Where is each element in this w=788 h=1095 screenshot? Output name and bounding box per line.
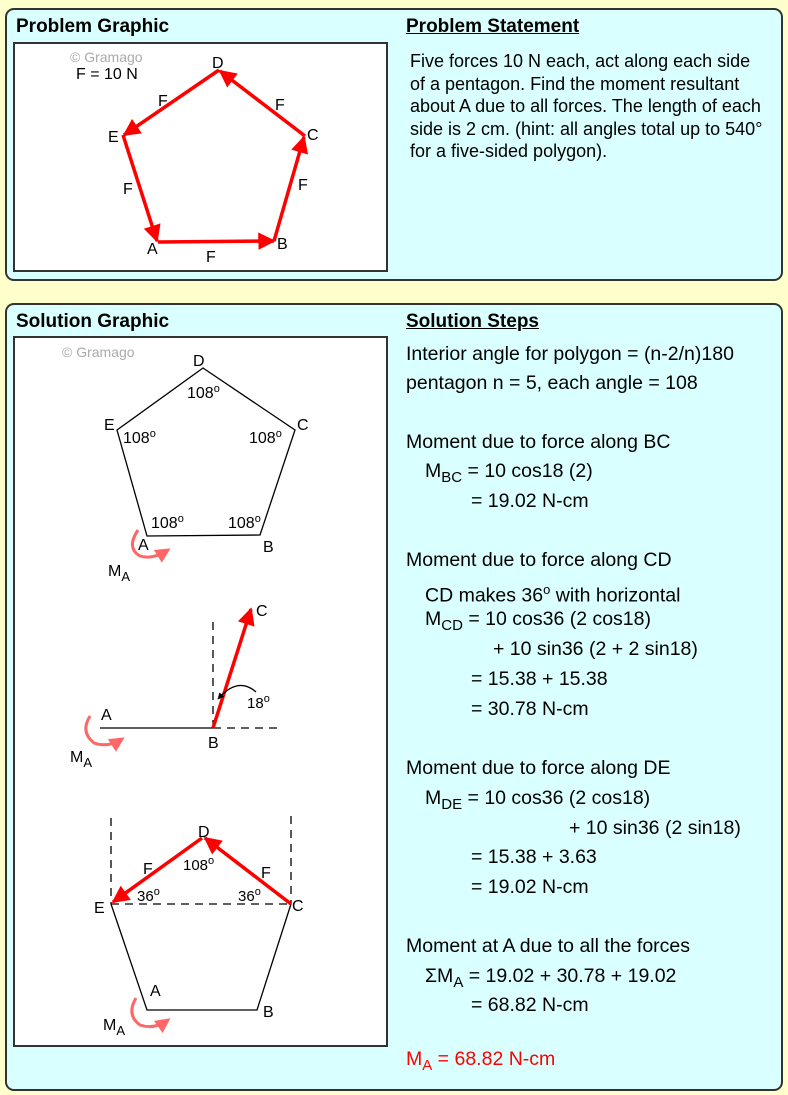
step-line: = 30.78 N-cm: [471, 698, 589, 720]
moment-arrow-icon: [84, 715, 125, 752]
svg-text:108o: 108o: [228, 513, 261, 532]
vertex-c: C: [292, 898, 304, 915]
force-label: F: [275, 97, 285, 114]
angle-36-label: 36o: [238, 886, 261, 905]
step-heading: Moment due to force along CD: [406, 549, 672, 571]
vertex-c: C: [297, 417, 309, 434]
solution-graphic-title: Solution Graphic: [16, 311, 170, 332]
step-line: = 15.38 + 3.63: [471, 846, 597, 868]
force-label: F: [143, 861, 153, 878]
moment-label: MA: [103, 1017, 125, 1038]
step-line: MCD = 10 cos36 (2 cos18): [425, 608, 651, 634]
vertex-b: B: [208, 735, 219, 752]
vertex-d: D: [198, 824, 210, 841]
problem-statement-title: Problem Statement: [406, 16, 580, 37]
force-arrow-cd: [203, 836, 293, 906]
step-heading: Moment due to force along DE: [406, 757, 671, 779]
problem-statement: Five forces 10 N each, act along each si…: [410, 51, 763, 162]
force-arrow-de: [111, 836, 204, 904]
solution-graphic: © Gramago D C B A E 108o 108o 108o 108o …: [13, 336, 388, 1047]
vertex-e: E: [94, 900, 105, 917]
moment-label: MA: [70, 749, 92, 770]
vertex-e: E: [104, 417, 115, 434]
watermark: © Gramago: [70, 49, 143, 65]
angle-36-label: 36o: [137, 886, 160, 905]
final-answer: MA = 68.82 N-cm: [406, 1048, 556, 1074]
force-label: F: [123, 181, 133, 198]
step-line: = 19.02 N-cm: [471, 490, 589, 512]
step-line: CD makes 36o with horizontal: [425, 582, 681, 607]
svg-text:108o: 108o: [187, 383, 220, 402]
angle-labels: 108o 108o 108o 108o 108o: [123, 383, 282, 532]
moment-label: MA: [108, 563, 130, 584]
svg-text:108o: 108o: [123, 428, 156, 447]
vertex-c: C: [307, 127, 319, 144]
vertex-a: A: [138, 537, 149, 554]
step-line: = 68.82 N-cm: [471, 994, 589, 1016]
solution-steps-title: Solution Steps: [406, 311, 539, 332]
moment-arrow-icon: [130, 997, 171, 1034]
angle-18-label: 18o: [247, 693, 270, 712]
angle-108-label: 108o: [183, 855, 214, 874]
vertex-c: C: [256, 603, 268, 620]
step-line: pentagon n = 5, each angle = 108: [406, 372, 698, 394]
vertex-a: A: [150, 983, 161, 1000]
problem-graphic: © Gramago F = 10 N D C B A E F F F F F: [13, 42, 388, 272]
problem-graphic-title: Problem Graphic: [16, 16, 170, 37]
vertex-d: D: [193, 353, 205, 370]
step-line: = 19.02 N-cm: [471, 876, 589, 898]
force-label: F: [261, 865, 271, 882]
vertex-e: E: [108, 129, 119, 146]
vertex-d: D: [212, 55, 224, 72]
force-label: F: [158, 93, 168, 110]
svg-text:108o: 108o: [249, 428, 282, 447]
pentagon: [116, 367, 296, 537]
moment-arrow-icon: [131, 529, 171, 563]
force-arrow-bc: [211, 607, 255, 729]
force-label: F: [298, 177, 308, 194]
step-line: + 10 sin36 (2 sin18): [569, 817, 741, 839]
force-arrows: [121, 68, 309, 250]
step-line: ΣMA = 19.02 + 30.78 + 19.02: [425, 965, 677, 991]
step-line: = 15.38 + 15.38: [471, 668, 608, 690]
step-line: + 10 sin36 (2 + 2 sin18): [493, 638, 698, 660]
angle-arrow-icon: [217, 684, 257, 700]
step-heading: Moment at A due to all the forces: [406, 935, 690, 957]
vertex-a: A: [147, 241, 158, 258]
svg-text:108o: 108o: [151, 513, 184, 532]
watermark: © Gramago: [62, 344, 135, 360]
step-line: MBC = 10 cos18 (2): [425, 460, 593, 486]
step-line: Interior angle for polygon = (n-2/n)180: [406, 343, 734, 365]
force-label: F: [206, 249, 216, 266]
step-heading: Moment due to force along BC: [406, 431, 671, 453]
step-line: MDE = 10 cos36 (2 cos18): [425, 787, 651, 813]
force-note: F = 10 N: [76, 66, 138, 83]
vertex-a: A: [101, 707, 112, 724]
vertex-b: B: [263, 539, 274, 556]
vertex-b: B: [277, 236, 288, 253]
pentagon-lower: [110, 903, 292, 1011]
vertex-b: B: [263, 1004, 274, 1021]
